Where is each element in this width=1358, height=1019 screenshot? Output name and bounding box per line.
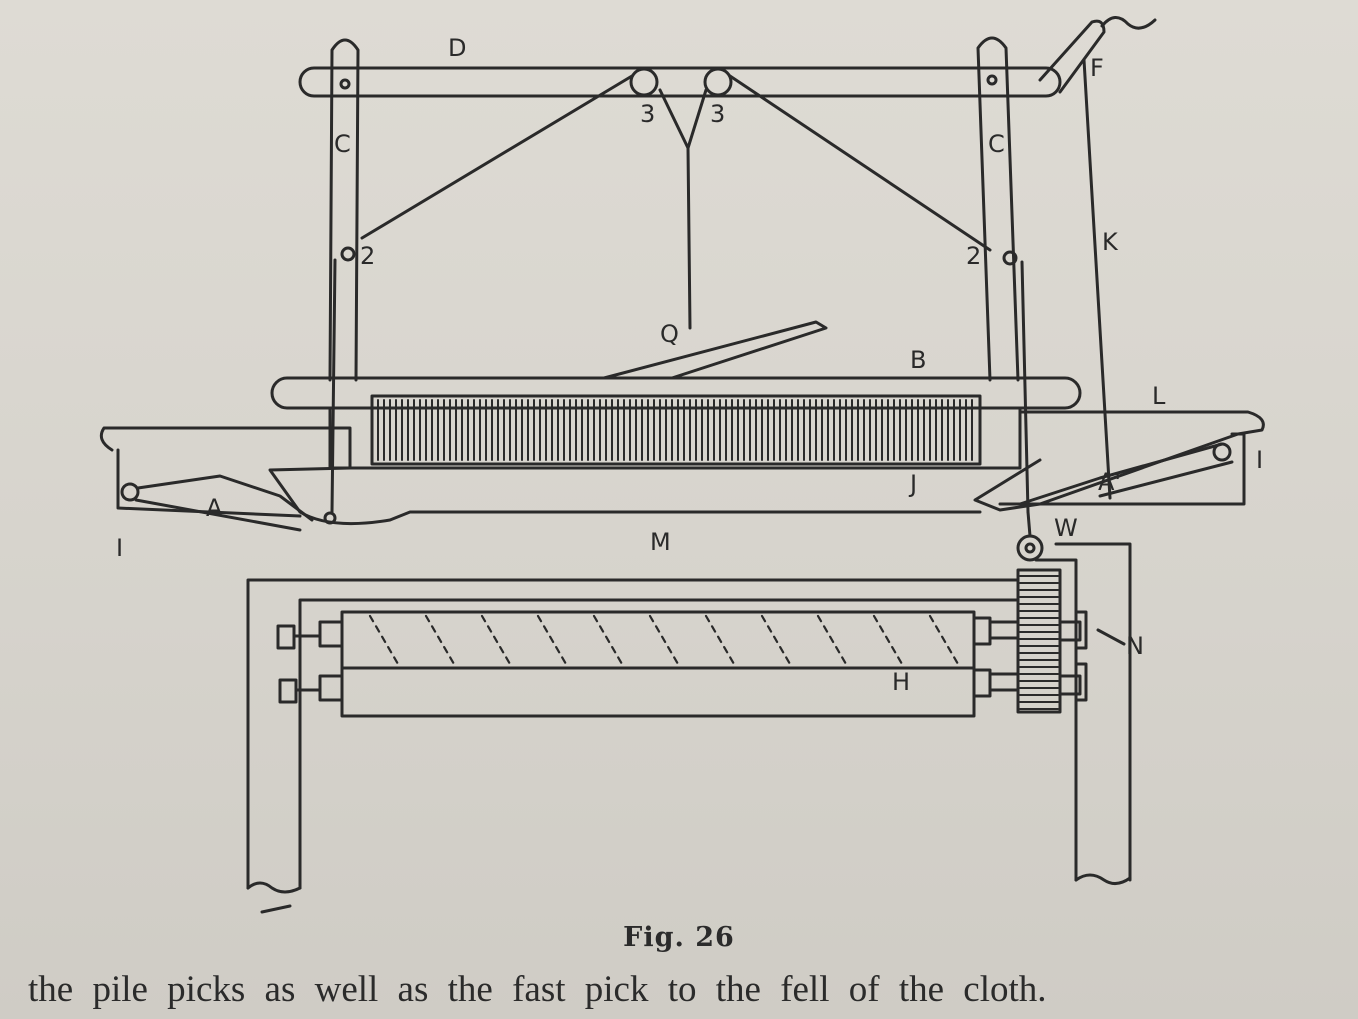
label-i-right: I <box>1256 446 1263 474</box>
right-upright <box>976 36 1020 382</box>
wheel-w <box>1016 534 1044 562</box>
roller-hatch <box>536 614 568 666</box>
lever-a-prime <box>1018 442 1234 506</box>
label-2-right: 2 <box>966 242 981 270</box>
label-n: N <box>1126 632 1144 660</box>
roller-hatch <box>424 614 456 666</box>
roller-h <box>340 666 976 718</box>
roller-hatch <box>816 614 848 666</box>
figure-caption: Fig. 26 <box>623 922 735 953</box>
label-l: L <box>1152 382 1166 410</box>
label-2-left: 2 <box>360 242 375 270</box>
label-i-left: I <box>116 534 123 562</box>
roller-hatch <box>368 614 400 666</box>
pulley-right <box>703 67 733 97</box>
label-w: W <box>1054 514 1078 542</box>
label-b: B <box>910 346 926 374</box>
pulley-left <box>629 67 659 97</box>
roller-hatch <box>648 614 680 666</box>
label-a-prime: A' <box>1098 468 1121 496</box>
roller-hatch <box>592 614 624 666</box>
cord-k <box>1082 58 1112 500</box>
label-3-right: 3 <box>710 100 725 128</box>
label-h: H <box>892 668 910 696</box>
cord-left <box>360 74 634 240</box>
right-leg <box>1034 542 1132 882</box>
label-d: D <box>448 34 466 62</box>
label-m: M <box>650 528 671 556</box>
left-leg <box>246 578 1020 890</box>
label-f: F <box>1090 54 1104 82</box>
top-roller <box>340 610 976 670</box>
label-k: K <box>1102 228 1119 256</box>
label-3-left: 3 <box>640 100 655 128</box>
body-text-line: the pile picks as well as the fast pick … <box>28 969 1047 1010</box>
roller-hatch <box>480 614 512 666</box>
label-c-left: C <box>334 130 351 158</box>
cord-right <box>728 74 992 252</box>
beam-b <box>270 376 1082 410</box>
top-bar <box>298 66 1062 98</box>
reed-teeth <box>377 399 973 461</box>
roller-hatch <box>872 614 904 666</box>
lever-q <box>602 320 828 380</box>
gear-n <box>1016 568 1062 714</box>
cord-center <box>658 88 708 330</box>
roller-hatch <box>760 614 792 666</box>
label-j: J <box>908 470 917 498</box>
handle-lever <box>1038 19 1106 94</box>
lever-l <box>973 410 1265 512</box>
roller-hatch <box>928 614 960 666</box>
label-q: Q <box>660 320 679 348</box>
roller-hatch <box>704 614 736 666</box>
reed-frame <box>328 406 1022 470</box>
left-upright <box>328 38 360 382</box>
label-a: A <box>206 494 223 522</box>
label-c-right: C <box>988 130 1005 158</box>
